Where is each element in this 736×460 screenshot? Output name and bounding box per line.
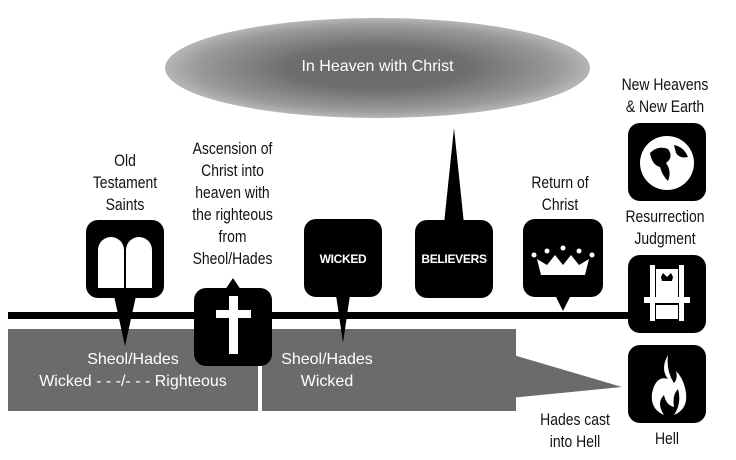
ascension-label: Ascension of Christ into heaven with the… (173, 138, 292, 270)
sheol-right-line1: Sheol/Hades (281, 351, 373, 368)
label-line: the righteous (192, 205, 273, 224)
flame-icon (628, 345, 706, 423)
hell-label: Hell (654, 429, 680, 448)
label-line: Resurrection (625, 207, 705, 226)
label-line: Christ (541, 195, 579, 214)
ot-saints-label: Old Testament Saints (72, 150, 179, 216)
new-heavens-label: New Heavens & New Earth (616, 74, 714, 118)
label-line: Christ into (201, 161, 264, 180)
label-line: Old (114, 151, 136, 170)
throne-icon (628, 255, 706, 333)
resurrection-label: Resurrection Judgment (616, 206, 714, 250)
label-line: Testament (92, 173, 158, 192)
label-line: Sheol/Hades (192, 249, 273, 268)
cross-icon (194, 278, 272, 366)
label-line: New Heavens (621, 75, 709, 94)
crown-icon (523, 219, 603, 311)
timeline (8, 312, 638, 319)
label-line: & New Earth (625, 97, 705, 116)
sheol-left-line2: Wicked - - -/- - - Righteous (39, 373, 227, 390)
sheol-region-after (262, 329, 516, 411)
label-line: Ascension of (192, 139, 273, 158)
label-line: heaven with (195, 183, 270, 202)
label-line: Return of (531, 173, 589, 192)
hades-to-hell-arrow (510, 354, 622, 398)
heaven-cloud (165, 18, 590, 118)
label-line: into Hell (549, 432, 601, 451)
believers-box-label: BELIEVERS (421, 252, 487, 266)
label-line: Hades cast (540, 410, 610, 429)
label-line: from (218, 227, 247, 246)
label-line: Judgment (634, 229, 696, 248)
wicked-marker (304, 219, 382, 343)
sheol-right-line2: Wicked (300, 373, 354, 390)
hades-cast-label: Hades cast into Hell (530, 409, 620, 453)
sheol-left-line1: Sheol/Hades (87, 351, 179, 368)
believers-marker (415, 128, 493, 298)
globe-icon (628, 123, 706, 201)
return-label: Return of Christ (519, 172, 601, 216)
wicked-box-label: WICKED (319, 252, 367, 266)
heaven-label: In Heaven with Christ (301, 58, 454, 75)
tablets-icon (86, 220, 164, 346)
label-line: Saints (105, 195, 145, 214)
